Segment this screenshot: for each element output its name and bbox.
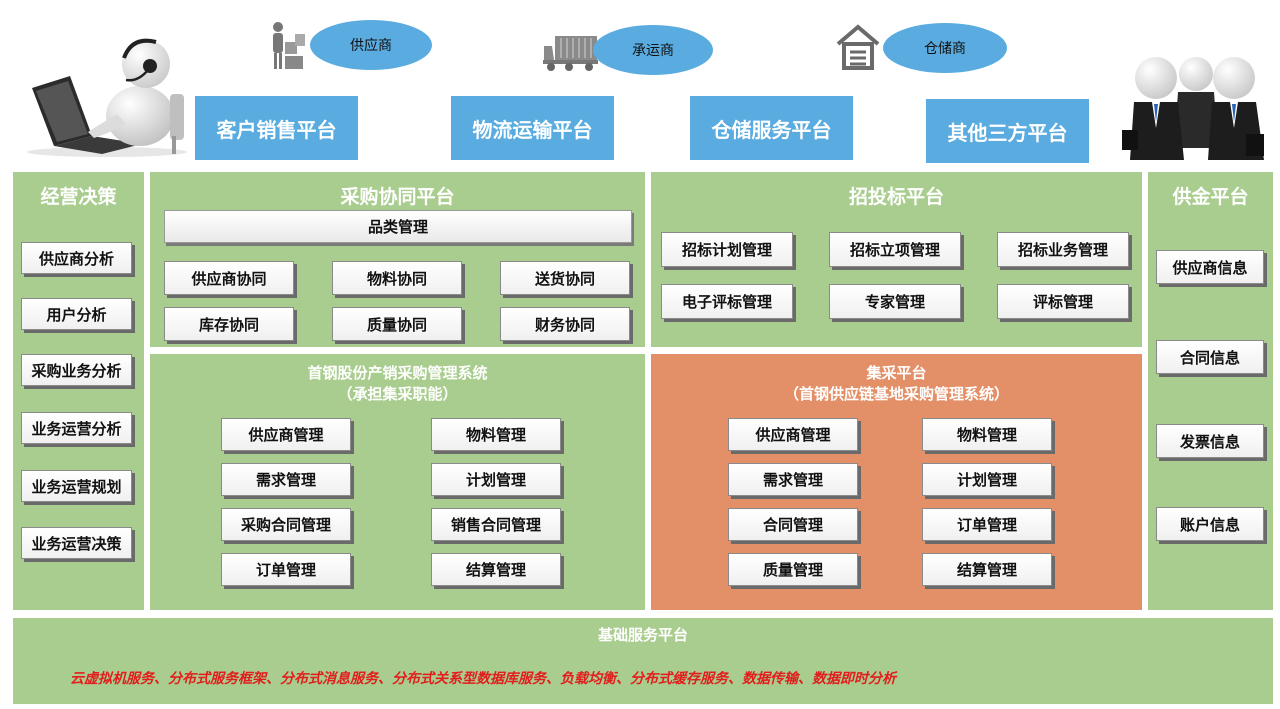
sg-purchase-contract-mgmt[interactable]: 采购合同管理 [221,508,351,541]
collab-inventory-button[interactable]: 库存协同 [164,307,294,341]
collab-delivery-button[interactable]: 送货协同 [500,261,630,295]
platform-third-party-label: 其他三方平台 [947,120,1068,145]
partner-supplier: 供应商 [310,20,432,70]
sg-settlement-mgmt[interactable]: 结算管理 [431,553,561,586]
left-item-operation-decision[interactable]: 业务运营决策 [21,527,132,559]
partner-carrier-label: 承运商 [632,43,674,59]
sg-sales-contract-mgmt[interactable]: 销售合同管理 [431,508,561,541]
collab-finance-button[interactable]: 财务协同 [500,307,630,341]
supplier-people-icon [273,22,305,69]
partner-warehouse-label: 仓储商 [924,41,966,57]
platform-logistics: 物流运输平台 [451,96,614,160]
jicai-panel: 集采平台 （首钢供应链基地采购管理系统） [651,354,1142,610]
business-team-icon [1122,57,1264,160]
shougang-system-title: 首钢股份产销采购管理系统 [307,364,488,382]
base-service-list: 云虚拟机服务、分布式服务框架、分布式消息服务、分布式关系型数据库服务、负载均衡、… [70,671,896,687]
base-service-panel: 基础服务平台 [13,618,1273,704]
partner-supplier-label: 供应商 [350,38,392,54]
finance-invoice-info[interactable]: 发票信息 [1156,424,1264,458]
finance-supplier-info[interactable]: 供应商信息 [1156,250,1264,284]
collab-material-button[interactable]: 物料协同 [332,261,462,295]
call-center-person-icon [27,38,187,157]
jc-plan-mgmt[interactable]: 计划管理 [922,463,1052,496]
sg-plan-mgmt[interactable]: 计划管理 [431,463,561,496]
bidding-project-button[interactable]: 招标立项管理 [829,232,961,267]
jc-contract-mgmt[interactable]: 合同管理 [728,508,858,541]
bidding-plan-button[interactable]: 招标计划管理 [661,232,793,267]
collab-quality-button[interactable]: 质量协同 [332,307,462,341]
shougang-system-subtitle: （承担集采职能） [337,385,458,403]
sg-demand-mgmt[interactable]: 需求管理 [221,463,351,496]
sg-supplier-mgmt[interactable]: 供应商管理 [221,418,351,451]
partner-carrier: 承运商 [593,25,713,75]
finance-title: 供金平台 [1172,186,1249,208]
jicai-subtitle: （首钢供应链基地采购管理系统） [783,385,1009,403]
base-service-title: 基础服务平台 [597,626,688,644]
sg-order-mgmt[interactable]: 订单管理 [221,553,351,586]
bidding-business-button[interactable]: 招标业务管理 [997,232,1129,267]
platform-third-party: 其他三方平台 [926,99,1089,163]
sg-material-mgmt[interactable]: 物料管理 [431,418,561,451]
bidding-e-evaluation-button[interactable]: 电子评标管理 [661,284,793,319]
jc-order-mgmt[interactable]: 订单管理 [922,508,1052,541]
business-decision-title: 经营决策 [40,186,117,208]
platform-logistics-label: 物流运输平台 [472,117,593,142]
platform-customer-sales: 客户销售平台 [195,96,358,160]
jc-demand-mgmt[interactable]: 需求管理 [728,463,858,496]
platform-customer-sales-label: 客户销售平台 [216,117,337,142]
jc-settlement-mgmt[interactable]: 结算管理 [922,553,1052,586]
bidding-expert-button[interactable]: 专家管理 [829,284,961,319]
finance-panel: 供金平台 [1148,172,1273,610]
jc-quality-mgmt[interactable]: 质量管理 [728,553,858,586]
platform-warehouse-service-label: 仓储服务平台 [711,117,832,142]
left-item-user-analysis[interactable]: 用户分析 [21,298,132,330]
left-item-operation-planning[interactable]: 业务运营规划 [21,470,132,502]
jicai-title: 集采平台 [866,364,927,382]
jc-supplier-mgmt[interactable]: 供应商管理 [728,418,858,451]
bidding-title: 招投标平台 [848,186,944,208]
left-item-purchase-analysis[interactable]: 采购业务分析 [21,354,132,386]
truck-icon [543,36,598,71]
category-management-button[interactable]: 品类管理 [164,210,632,243]
platform-warehouse-service: 仓储服务平台 [690,96,853,160]
partner-warehouse: 仓储商 [883,23,1007,73]
bidding-evaluation-button[interactable]: 评标管理 [997,284,1129,319]
left-item-operation-analysis[interactable]: 业务运营分析 [21,412,132,444]
procurement-collab-title: 采购协同平台 [340,186,455,208]
jc-material-mgmt[interactable]: 物料管理 [922,418,1052,451]
finance-account-info[interactable]: 账户信息 [1156,507,1264,541]
collab-supplier-button[interactable]: 供应商协同 [164,261,294,295]
warehouse-icon [836,24,880,70]
finance-contract-info[interactable]: 合同信息 [1156,340,1264,374]
left-item-supplier-analysis[interactable]: 供应商分析 [21,242,132,274]
